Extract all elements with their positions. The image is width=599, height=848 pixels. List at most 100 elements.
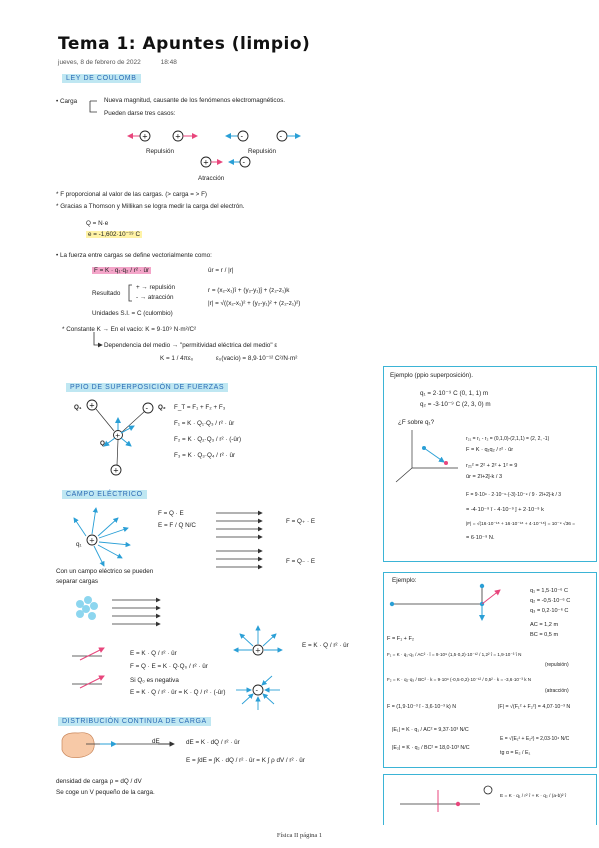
result-label: Resultado	[92, 290, 121, 297]
e-integral: E = ∫dE = ∫K · dQ / r² · ûr = K ∫ ρ dV /…	[186, 757, 305, 764]
charge-q2-label: Q₂	[158, 404, 166, 411]
page-meta: jueves, 8 de febrero de 2022 18:48	[58, 59, 195, 66]
box2-q2: q₂ = -0,5·10⁻⁶ C	[530, 598, 571, 604]
box1-f-mod: |F| = √(16·10⁻¹⁸ + 16·10⁻¹⁸ + 4·10⁻¹⁸) =…	[466, 522, 576, 527]
r-vector: r = (x₂-x₁)î + (y₂-y₁)ĵ + (z₂-z₁)k	[208, 287, 290, 294]
page-footer: Física II página 1	[276, 832, 323, 839]
repulsion-diagram-1: + +	[127, 130, 198, 142]
box1-q1: q₁ = 2·10⁻⁹ C (0, 1, 1) m	[420, 390, 489, 397]
box2-f1: F₁ = K · q₁·q₃ / AC² · î = 9·10⁹ (1,5·0,…	[387, 652, 522, 657]
f-proportional: * F proporcional al valor de las cargas.…	[56, 191, 208, 198]
uniform-field-diagram-2	[216, 548, 263, 570]
electron-charge: e = -1,602·10⁻¹⁹ C	[86, 231, 143, 238]
charge-cloud-diagram	[76, 596, 161, 627]
svg-text:+: +	[89, 402, 95, 410]
box3-diagram	[400, 785, 493, 812]
e-kq: E = K · Q / r² · ûr	[130, 650, 177, 657]
thomson-millikan: * Gracias a Thomson y Millikan se logra …	[56, 203, 245, 210]
charge-density: densidad de carga ρ = dQ / dV	[56, 778, 142, 785]
superposition-diagram: + - + +	[86, 399, 154, 476]
box2-title: Ejemplo:	[392, 577, 417, 584]
carga-def: Nueva magnitud, causante de los fenómeno…	[104, 97, 285, 104]
electron-charge-value: e = -1,602·10⁻¹⁹ C	[86, 231, 143, 238]
box2-repulsion: (repulsión)	[545, 662, 569, 668]
box1-q2: q₂ = -3·10⁻⁹ C (2, 3, 0) m	[420, 401, 491, 408]
separate-text-2: separar cargas	[56, 578, 98, 585]
section-header-coulomb: LEY DE COULOMB	[62, 74, 141, 83]
charge-q1-field-label: q₁	[76, 541, 82, 548]
k-epsilon: K = 1 / 4πε₀	[160, 355, 194, 362]
section-header-distribution: DISTRIBUCIÓN CONTINUA DE CARGA	[58, 717, 211, 726]
svg-text:+: +	[89, 537, 95, 545]
unit-vector-formula: ûr = r / |r|	[208, 267, 234, 274]
box2-tg: tg α = E₂ / E₁	[500, 750, 531, 756]
force-definition: • La fuerza entre cargas se define vecto…	[56, 252, 212, 259]
example-box-superposition	[383, 366, 597, 562]
dependence-arrow	[93, 332, 103, 348]
f-qe: F = Q · E	[158, 510, 184, 517]
box1-f-num2: = -4·10⁻⁹ î - 4·10⁻⁹ ĵ + 2·10⁻⁹ k	[466, 507, 544, 513]
separate-text-1: Con un campo eléctrico se pueden	[56, 568, 154, 575]
attraction-label: Atracción	[198, 175, 225, 182]
medium-dependence: Dependencia del medio → "permitividad el…	[104, 342, 278, 349]
total-force: F_T = F₁ + F₂ + F₃	[174, 404, 226, 411]
svg-text:+: +	[255, 647, 261, 655]
box2-f2: F₂ = K · q₂·q₃ / BC² · k = 9·10⁹ (-0,5·0…	[387, 677, 532, 682]
si-units: Unidades S.I. = C (culombio)	[92, 310, 173, 317]
box2-diagram	[389, 583, 501, 621]
box2-fsum: F = (1,9·10⁻³ î - 3,6·10⁻³ k) N	[387, 704, 457, 710]
small-volume: Se coge un V pequeño de la carga.	[56, 789, 155, 796]
box2-e2: |E₂| = K · q₂ / BC² = 18,0·10³ N/C	[392, 745, 470, 751]
box1-f-num: F = 9·10⁹ · 2·10⁻⁹·(-3)·10⁻⁹ / 9 · 2î+2ĵ…	[466, 492, 562, 498]
radial-field-positive: +	[233, 625, 283, 656]
test-charge-diagram	[72, 647, 105, 689]
box1-3d-axes	[395, 430, 458, 483]
e-negative: E = K · Q / r² · ûr = K · Q / r² · (-ûr)	[130, 689, 226, 696]
result-bracket	[128, 284, 132, 302]
force-negative: F = Q₋ · E	[286, 558, 316, 565]
constant-k: * Constante K → En el vacío: K = 9·10⁹ N…	[62, 326, 197, 333]
r-modulus: |r| = √((x₂-x₁)² + (y₂-y₁)² + (z₂-z₁)²)	[208, 300, 301, 307]
box2-etot: E = √(E₁² + E₂²) = 2,03·10⁴ N/C	[500, 736, 570, 742]
repulsion-diagram-2: - -	[225, 130, 301, 142]
q-ne: Q = N·e	[86, 220, 109, 227]
box1-ur: ûr = 2î+2ĵ-k / 3	[466, 474, 503, 480]
attraction-diagram: + -	[200, 156, 251, 168]
svg-text:+: +	[175, 133, 181, 141]
box3-formula: E = K · q₁ / r² î + K · q₂ / (a-b)² î	[500, 794, 567, 799]
force-f3: F₃ = K · Q₃·Q₄ / r² · ûr	[174, 452, 236, 459]
page-time: 18:48	[160, 59, 177, 66]
uniform-field-diagram-1	[216, 510, 263, 540]
force-positive: F = Q₊ · E	[286, 518, 316, 525]
if-negative: Si Q₀ es negativa	[130, 677, 179, 684]
carga-cases: Pueden darse tres casos:	[104, 110, 176, 117]
section-header-field: CAMPO ELÉCTRICO	[62, 490, 147, 499]
box1-question: ¿F sobre q₁?	[398, 419, 435, 426]
svg-text:+: +	[142, 133, 148, 141]
force-formula: F = K · q₁·q₂ / r² · ûr	[92, 267, 152, 274]
svg-text:-: -	[146, 405, 149, 413]
svg-text:+: +	[115, 432, 120, 440]
box2-q1: q₁ = 1,5·10⁻⁶ C	[530, 588, 569, 594]
force-f1: F₁ = K · Q₁·Q₃ / r² · ûr	[174, 420, 235, 427]
repulsion-label-1: Repulsión	[146, 148, 175, 155]
page-date: jueves, 8 de febrero de 2022	[58, 59, 141, 66]
de-formula: dE = K · dQ / r² · ûr	[186, 739, 240, 746]
result-minus: - → atracción	[136, 294, 174, 301]
force-f2: F₂ = K · Q₂·Q₃ / r² · (-ûr)	[174, 436, 242, 443]
svg-text:-: -	[256, 687, 259, 695]
box1-r-sq: r₂₁² = 2² + 2² + 1² = 9	[466, 463, 518, 469]
svg-text:-: -	[241, 133, 244, 141]
box1-r21: r₂₁ = r₁ - r₂ = (0,1,0)-(2,1,1) = (2, 2,…	[466, 436, 550, 442]
radial-field-diagram: +	[73, 507, 131, 567]
box1-f-k: F = K · q₁q₂ / r² · ûr	[466, 447, 514, 453]
svg-text:-: -	[243, 159, 246, 167]
e-fq: E = F / Q N/C	[158, 522, 196, 529]
radial-field-negative: -	[236, 675, 280, 710]
epsilon-vacuum: ε₀(vacío) = 8,9·10⁻¹² C²/N·m²	[216, 355, 298, 362]
example-box-field	[383, 774, 597, 825]
box2-attraction: (atracción)	[545, 688, 569, 694]
box2-ft: F = F₁ + F₂	[387, 636, 415, 642]
